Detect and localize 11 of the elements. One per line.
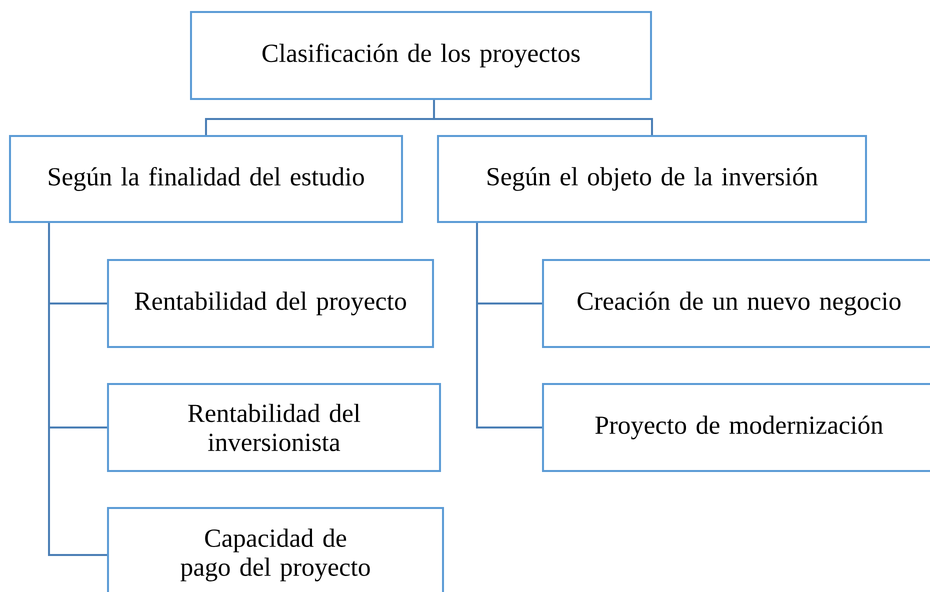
process-box: Rentabilidad del inversionista <box>107 383 441 472</box>
connector <box>48 223 107 556</box>
connector <box>433 100 653 135</box>
process-box: Capacidad de pago del proyecto <box>107 507 444 592</box>
process-box: Según el objeto de la inversión <box>437 135 867 223</box>
process-box: Rentabilidad del proyecto <box>107 259 434 348</box>
process-box: Clasificación de los proyectos <box>190 11 652 100</box>
process-box: Creación de un nuevo negocio <box>542 259 930 348</box>
process-box: Proyecto de modernización <box>542 383 930 472</box>
connector <box>476 223 542 428</box>
process-box: Según la finalidad del estudio <box>9 135 403 223</box>
